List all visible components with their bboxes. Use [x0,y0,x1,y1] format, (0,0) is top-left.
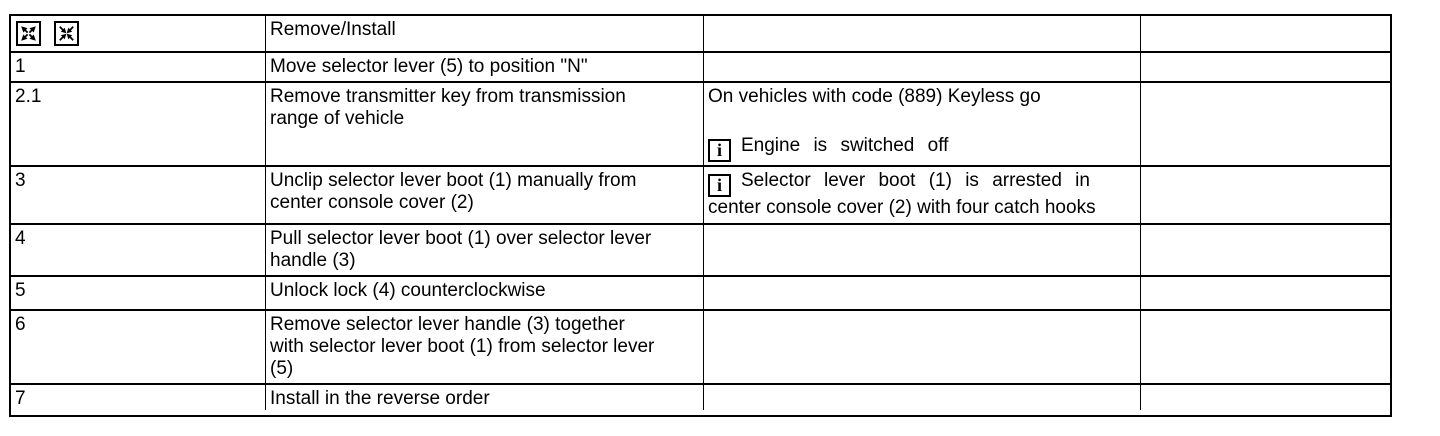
instruction-text: with selector lever boot (1) from select… [270,336,655,357]
note-info-line: i Selector lever boot (1) is arrested in [708,170,1136,197]
table-row: 1 Move selector lever (5) to position "N… [11,51,1390,81]
extra-cell [1141,53,1390,81]
extra-cell [1141,385,1390,410]
instruction-cell: Move selector lever (5) to position "N" [266,53,704,81]
instruction-text: Pull selector lever boot (1) over select… [270,228,652,249]
step-number: 6 [15,314,26,335]
note-cell [704,385,1141,410]
table-row: 7 Install in the reverse order [11,383,1390,410]
extra-cell [1141,311,1390,383]
note-cell [704,311,1141,383]
instruction-text: (5) [270,358,294,379]
header-note-cell [704,16,1141,51]
header-icons-cell [11,16,266,51]
table-header-row: Remove/Install [11,16,1390,51]
step-number: 7 [15,388,26,409]
row-number-cell: 7 [11,385,266,410]
table-row: 6 Remove selector lever handle (3) toget… [11,309,1390,383]
note-cell: On vehicles with code (889) Keyless go i… [704,83,1141,165]
instruction-cell: Unclip selector lever boot (1) manually … [266,167,704,223]
step-number: 5 [15,280,26,301]
instruction-text: Move selector lever (5) to position "N" [270,56,588,77]
step-number: 2.1 [15,86,42,107]
extra-cell [1141,83,1390,165]
row-number-cell: 4 [11,225,266,275]
note-info-line: i Engine is switched off [708,135,1136,162]
info-icon: i [708,173,731,197]
step-number: 1 [15,56,26,77]
note-text: On vehicles with code (889) Keyless go [708,86,1041,107]
header-extra-cell [1141,16,1390,51]
row-number-cell: 6 [11,311,266,383]
table-row: 2.1 Remove transmitter key from transmis… [11,81,1390,165]
table-row: 3 Unclip selector lever boot (1) manuall… [11,165,1390,223]
extra-cell [1141,277,1390,309]
instruction-cell: Remove selector lever handle (3) togethe… [266,311,704,383]
instruction-cell: Pull selector lever boot (1) over select… [266,225,704,275]
table-row: 5 Unlock lock (4) counterclockwise [11,275,1390,309]
instruction-cell: Install in the reverse order [266,385,704,410]
instruction-text: range of vehicle [270,108,405,129]
instruction-text: Unclip selector lever boot (1) manually … [270,170,637,191]
row-number-cell: 1 [11,53,266,81]
instruction-text: Remove transmitter key from transmission [270,86,626,107]
step-number: 4 [15,228,26,249]
row-number-cell: 2.1 [11,83,266,165]
instruction-cell: Unlock lock (4) counterclockwise [266,277,704,309]
table-row: 4 Pull selector lever boot (1) over sele… [11,223,1390,275]
note-cell [704,225,1141,275]
table-title: Remove/Install [270,19,396,40]
collapse-icon[interactable] [54,21,80,46]
note-info-text: Selector lever boot (1) is arrested in [741,170,1090,191]
note-cell [704,53,1141,81]
note-info-text: Engine is switched off [741,135,949,156]
instruction-text: Install in the reverse order [270,388,490,409]
header-title-cell: Remove/Install [266,16,704,51]
note-cell [704,277,1141,309]
instruction-cell: Remove transmitter key from transmission… [266,83,704,165]
info-icon: i [708,138,731,162]
note-info-text: center console cover (2) with four catch… [708,196,1096,218]
instruction-text: handle (3) [270,250,356,271]
instruction-text: center console cover (2) [270,192,474,213]
extra-cell [1141,225,1390,275]
procedure-table: Remove/Install 1 Move selector lever (5)… [9,14,1392,417]
row-number-cell: 5 [11,277,266,309]
instruction-text: Unlock lock (4) counterclockwise [270,280,546,301]
row-number-cell: 3 [11,167,266,223]
expand-icon[interactable] [16,21,41,46]
step-number: 3 [15,170,26,191]
extra-cell [1141,167,1390,223]
instruction-text: Remove selector lever handle (3) togethe… [270,314,625,335]
